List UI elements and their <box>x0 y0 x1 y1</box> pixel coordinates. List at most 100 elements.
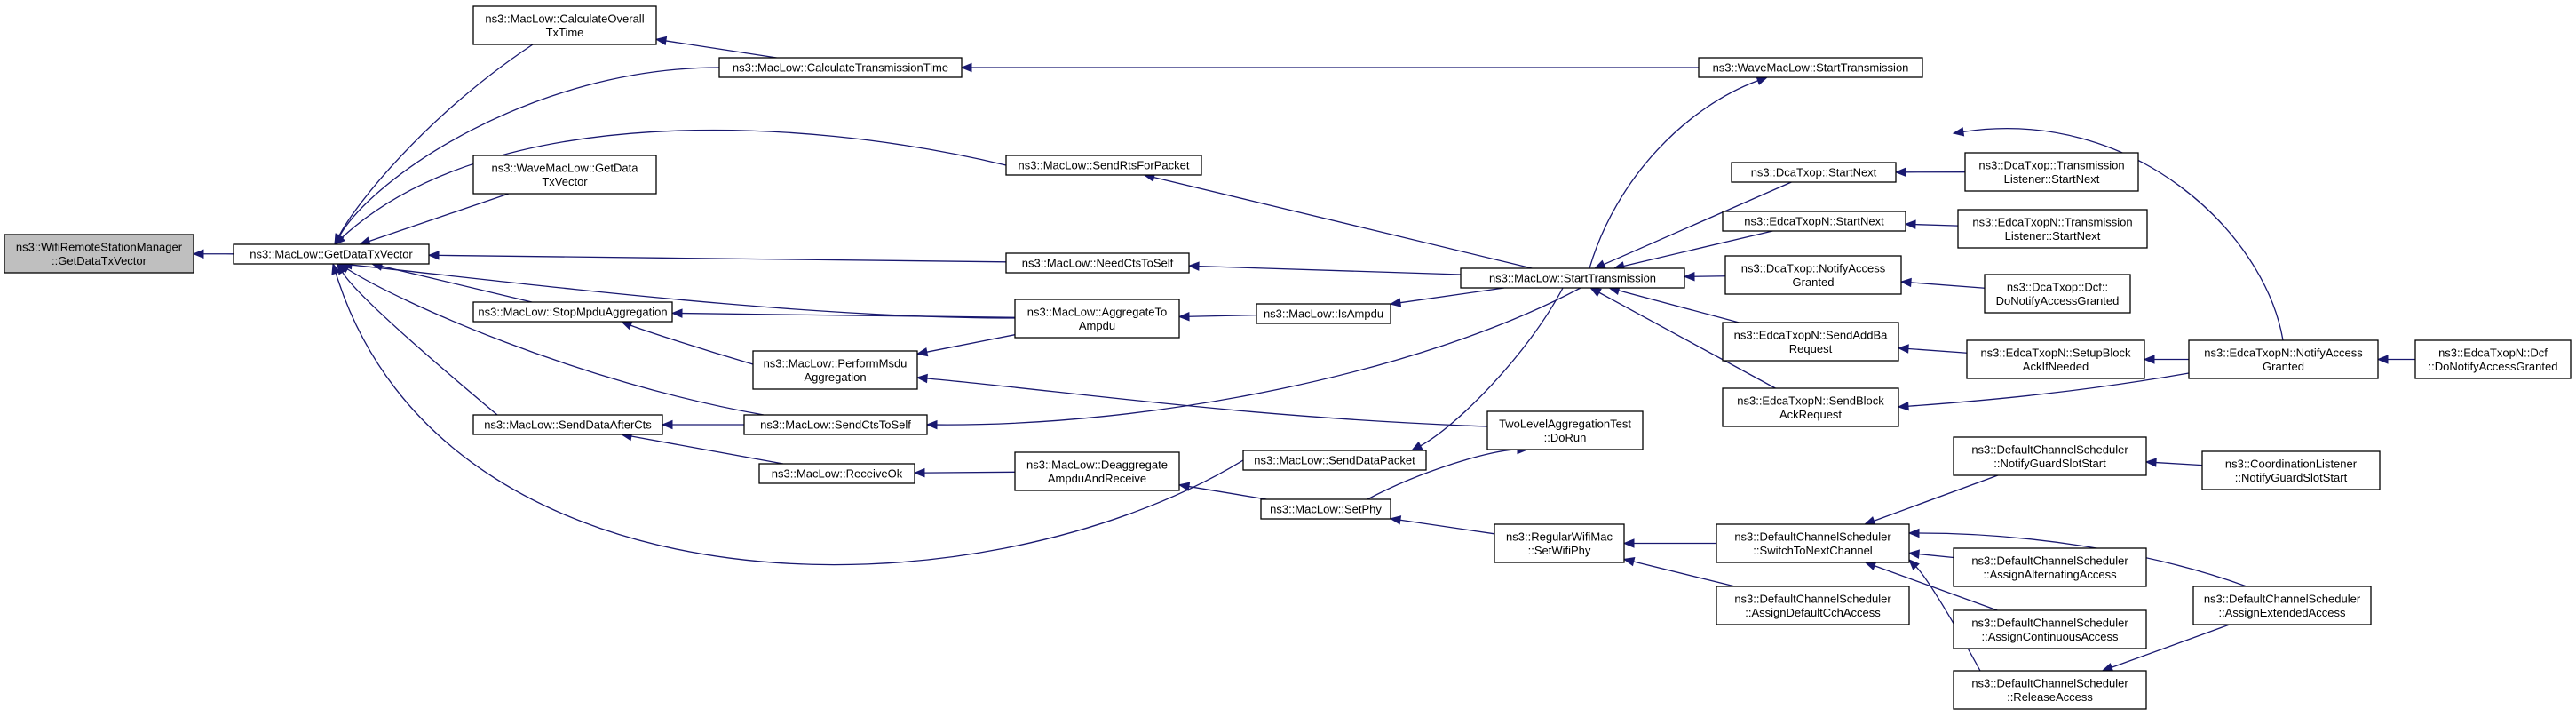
arrowhead <box>654 36 668 46</box>
node-assigndefault[interactable]: ns3::DefaultChannelScheduler::AssignDefa… <box>1716 586 1910 625</box>
node-getdata[interactable]: ns3::MacLow::GetDataTxVector <box>233 243 430 265</box>
node-assigncont[interactable]: ns3::DefaultChannelScheduler::AssignCont… <box>1953 609 2147 649</box>
node-dcatranslistener[interactable]: ns3::DcaTxop::TransmissionListener::Star… <box>1964 152 2139 192</box>
node-box <box>1722 211 1906 232</box>
node-box <box>1698 57 1923 78</box>
edges-layer <box>192 36 2415 673</box>
node-box <box>1964 152 2139 192</box>
node-label-line: ns3::MacLow::IsAmpdu <box>1264 307 1383 321</box>
node-sendctstoself[interactable]: ns3::MacLow::SendCtsToSelf <box>743 414 928 435</box>
node-releaseaccess[interactable]: ns3::DefaultChannelScheduler::ReleaseAcc… <box>1953 670 2147 710</box>
edge-notifyguard-to-switchchannel <box>1863 474 1999 525</box>
edge-dcastartnext-to-startrans <box>1593 181 1792 269</box>
edge-line <box>1633 561 1735 587</box>
node-senddataaftercts[interactable]: ns3::MacLow::SendDataAfterCts <box>472 414 663 435</box>
node-label-line: Aggregation <box>804 370 866 384</box>
node-box <box>2188 339 2379 379</box>
node-calctrans[interactable]: ns3::MacLow::CalculateTransmissionTime <box>718 57 963 78</box>
node-label-line: Request <box>1789 342 1833 355</box>
arrowhead <box>670 308 683 318</box>
edge-line <box>1198 265 1462 275</box>
node-sendrts[interactable]: ns3::MacLow::SendRtsForPacket <box>1005 155 1202 176</box>
edge-line <box>1874 474 1999 522</box>
node-box <box>1486 410 1644 450</box>
node-label-line: DoNotifyAccessGranted <box>1996 294 2120 307</box>
node-assignalt[interactable]: ns3::DefaultChannelScheduler::AssignAlte… <box>1953 547 2147 587</box>
node-label-line: Listener::StartNext <box>2005 229 2101 243</box>
edge-line <box>1188 314 1257 317</box>
node-label-line: ns3::DefaultChannelScheduler <box>2204 592 2361 605</box>
node-edcanotify[interactable]: ns3::EdcaTxopN::NotifyAccessGranted <box>2188 339 2379 379</box>
arrowhead <box>1622 538 1635 548</box>
node-label-line: ns3::DefaultChannelScheduler <box>1971 616 2128 629</box>
node-edcastartnext[interactable]: ns3::EdcaTxopN::StartNext <box>1722 211 1906 232</box>
edge-line <box>936 287 1581 426</box>
node-box <box>1256 303 1391 324</box>
node-label-line: ::AssignContinuousAccess <box>1982 630 2119 643</box>
arrowhead <box>192 249 204 259</box>
arrowhead <box>1907 528 1920 538</box>
node-dcadcf[interactable]: ns3::DcaTxop::Dcf::DoNotifyAccessGranted <box>1984 274 2131 314</box>
arrowhead <box>960 62 972 73</box>
node-edcatranslistener[interactable]: ns3::EdcaTxopN::TransmissionListener::St… <box>1957 209 2148 249</box>
node-box <box>1260 498 1391 520</box>
node-box <box>2192 586 2372 625</box>
edge-startrans-to-sendrts <box>1143 172 1533 269</box>
arrowhead <box>913 467 925 478</box>
arrowhead <box>1864 561 1877 570</box>
node-needcts[interactable]: ns3::MacLow::NeedCtsToSelf <box>1005 252 1190 274</box>
node-twolevel[interactable]: TwoLevelAggregationTest::DoRun <box>1486 410 1644 450</box>
node-label-line: ns3::DcaTxop::NotifyAccess <box>1741 261 1886 275</box>
edge-startrans-to-needcts <box>1187 261 1462 275</box>
arrowhead <box>427 251 440 260</box>
node-label-line: ns3::MacLow::SendCtsToSelf <box>760 418 911 432</box>
edge-senddatapacket-to-getdata <box>331 262 1244 566</box>
node-senddatapacket[interactable]: ns3::MacLow::SendDataPacket <box>1242 450 1427 471</box>
node-wavegetdata[interactable]: ns3::WaveMacLow::GetDataTxVector <box>472 155 657 195</box>
node-isampdu[interactable]: ns3::MacLow::IsAmpdu <box>1256 303 1391 324</box>
node-stopmpdu[interactable]: ns3::MacLow::StopMpduAggregation <box>472 301 673 323</box>
node-label-line: ::AssignDefaultCchAccess <box>1745 606 1881 619</box>
edge-line <box>923 471 1016 474</box>
node-assignext[interactable]: ns3::DefaultChannelScheduler::AssignExte… <box>2192 586 2372 625</box>
node-box <box>1005 155 1202 176</box>
edge-line <box>630 324 754 365</box>
node-dcanotify[interactable]: ns3::DcaTxop::NotifyAccessGranted <box>1724 255 1902 295</box>
node-label-line: ::GetDataTxVector <box>52 254 147 267</box>
node-label-line: ns3::DefaultChannelScheduler <box>1734 592 1891 605</box>
node-box <box>1494 523 1625 563</box>
node-label-line: ns3::WaveMacLow::StartTransmission <box>1713 61 1909 75</box>
node-dcastartnext[interactable]: ns3::DcaTxop::StartNext <box>1731 162 1897 183</box>
node-receiveok[interactable]: ns3::MacLow::ReceiveOk <box>758 463 915 484</box>
node-regularwifi[interactable]: ns3::RegularWifiMac::SetWifiPhy <box>1494 523 1625 563</box>
node-box <box>2414 339 2572 379</box>
node-setphy[interactable]: ns3::MacLow::SetPhy <box>1260 498 1391 520</box>
node-box <box>1984 274 2131 314</box>
node-wavestart[interactable]: ns3::WaveMacLow::StartTransmission <box>1698 57 1923 78</box>
node-box <box>1460 267 1685 289</box>
edge-dcadcf-to-dcanotify <box>1899 277 1986 289</box>
node-box <box>472 301 673 323</box>
arrowhead <box>1952 127 1965 137</box>
node-box <box>4 234 194 274</box>
node-switchchannel[interactable]: ns3::DefaultChannelScheduler::SwitchToNe… <box>1716 523 1910 563</box>
node-label-line: Granted <box>2263 360 2304 373</box>
node-coordlistener[interactable]: ns3::CoordinationListener::NotifyGuardSl… <box>2201 450 2381 490</box>
node-startrans[interactable]: ns3::MacLow::StartTransmission <box>1460 267 1685 289</box>
edge-sendctstoself-to-getdata <box>337 263 765 416</box>
node-label-line: ::DoNotifyAccessGranted <box>2429 360 2558 373</box>
arrowhead <box>334 234 346 245</box>
edge-assignalt-to-switchchannel <box>1907 549 1954 559</box>
node-label-line: ns3::MacLow::SendDataAfterCts <box>484 418 652 432</box>
edge-line <box>2155 461 2203 466</box>
edge-line <box>381 265 533 303</box>
node-edcadcf[interactable]: ns3::EdcaTxopN::Dcf::DoNotifyAccessGrant… <box>2414 339 2572 379</box>
node-notifyguard[interactable]: ns3::DefaultChannelScheduler::NotifyGuar… <box>1953 436 2147 476</box>
